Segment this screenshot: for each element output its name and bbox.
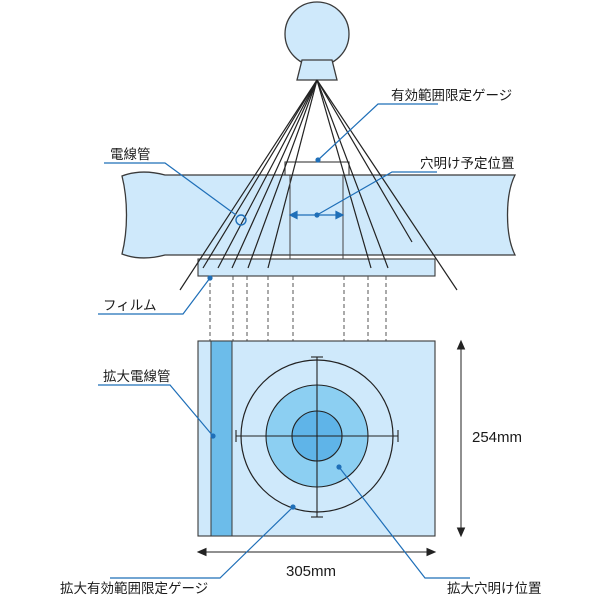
label-enlarged-gauge: 拡大有効範囲限定ゲージ — [60, 581, 208, 597]
xray-source — [284, 1, 350, 81]
label-drill-point: 穴明け予定位置 — [420, 156, 515, 172]
height-dimension — [456, 339, 466, 538]
gauge-projection — [289, 175, 344, 259]
label-enlarged-drill-point: 拡大穴明け位置 — [447, 581, 542, 597]
label-film: フィルム — [103, 298, 156, 314]
label-conduit: 電線管 — [110, 147, 151, 163]
enlarged-view — [197, 340, 436, 537]
enlarged-crosshair — [235, 356, 399, 518]
conduit-wire-marker — [235, 214, 247, 226]
xray-rays — [179, 79, 458, 291]
dimension-height-label: 254mm — [472, 429, 522, 446]
width-dimension — [196, 547, 437, 557]
xray-tube-window — [296, 59, 338, 81]
label-enlarged-conduit: 拡大電線管 — [103, 369, 171, 385]
leader-dots — [207, 157, 342, 510]
xray-tube — [284, 1, 350, 67]
enlarged-conduit-strip — [210, 340, 233, 537]
dimension-width-label: 305mm — [286, 563, 336, 580]
leader-lines — [98, 103, 470, 579]
label-gauge: 有効範囲限定ゲージ — [391, 88, 512, 104]
film-strip — [197, 258, 436, 277]
